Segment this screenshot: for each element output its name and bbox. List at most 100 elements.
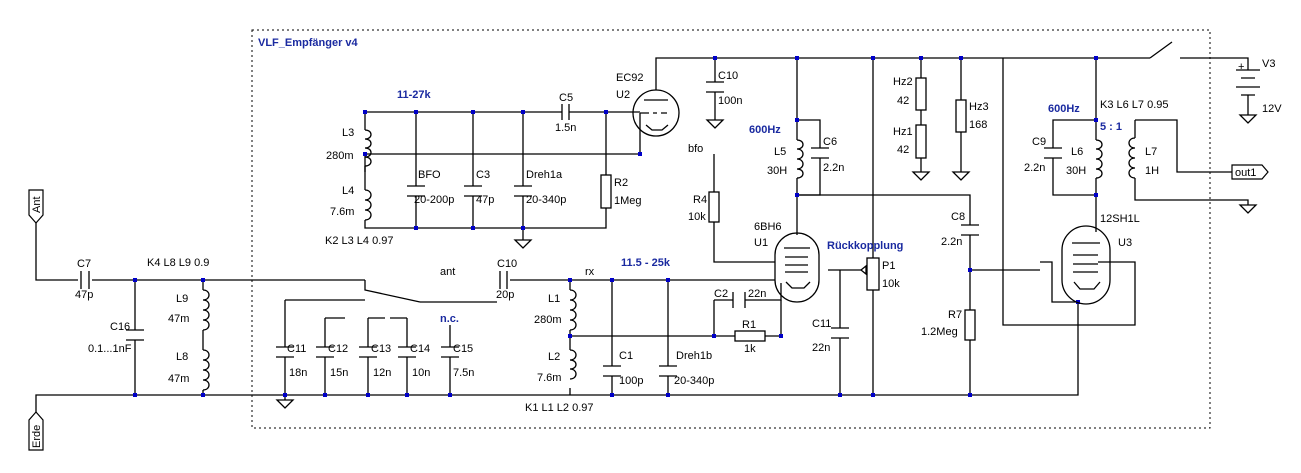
svg-text:C11: C11 [287, 343, 306, 355]
svg-text:12V: 12V [1262, 103, 1282, 115]
svg-text:20p: 20p [496, 289, 514, 301]
svg-text:2.2n: 2.2n [941, 236, 962, 248]
svg-text:42: 42 [897, 95, 909, 107]
svg-text:n.c.: n.c. [440, 313, 459, 325]
svg-text:C16: C16 [110, 321, 130, 333]
svg-text:7.6m: 7.6m [330, 206, 354, 218]
svg-text:C6: C6 [823, 136, 837, 148]
svg-text:C2: C2 [714, 288, 728, 300]
design-title: VLF_Empfänger v4 [258, 37, 359, 49]
svg-text:1.2Meg: 1.2Meg [921, 326, 958, 338]
svg-text:C12: C12 [328, 343, 348, 355]
svg-text:rx: rx [585, 266, 595, 278]
junctions [133, 56, 1098, 397]
svg-text:20-200p: 20-200p [414, 194, 454, 206]
svg-text:600Hz: 600Hz [749, 124, 781, 136]
svg-text:6BH6: 6BH6 [754, 221, 782, 233]
svg-text:30H: 30H [1066, 165, 1086, 177]
svg-text:Ant: Ant [31, 196, 43, 213]
svg-text:C8: C8 [951, 211, 965, 223]
svg-text:C7: C7 [77, 258, 91, 270]
svg-text:L3: L3 [342, 127, 354, 139]
battery-v3: + [1236, 61, 1260, 108]
svg-text:10k: 10k [688, 211, 706, 223]
svg-text:18n: 18n [289, 367, 307, 379]
svg-text:C13: C13 [371, 343, 391, 355]
svg-text:+: + [1238, 61, 1244, 73]
svg-text:Dreh1a: Dreh1a [526, 169, 563, 181]
svg-text:Dreh1b: Dreh1b [676, 350, 712, 362]
svg-text:Hz1: Hz1 [893, 126, 913, 138]
tube-u1 [774, 232, 820, 303]
svg-text:100p: 100p [619, 375, 643, 387]
svg-text:ant: ant [440, 266, 455, 278]
svg-text:L9: L9 [176, 293, 188, 305]
svg-text:100n: 100n [718, 95, 742, 107]
svg-text:Hz3: Hz3 [969, 101, 989, 113]
svg-text:2.2n: 2.2n [1024, 162, 1045, 174]
svg-text:280m: 280m [326, 150, 354, 162]
svg-text:11.5 - 25k: 11.5 - 25k [621, 257, 671, 269]
resistor-symbols [600, 77, 976, 342]
svg-text:47p: 47p [75, 289, 93, 301]
svg-text:U2: U2 [616, 89, 630, 101]
svg-text:47m: 47m [168, 373, 189, 385]
svg-text:C11: C11 [812, 318, 831, 330]
svg-text:7.6m: 7.6m [537, 372, 561, 384]
svg-text:20-340p: 20-340p [674, 375, 714, 387]
svg-text:C9: C9 [1032, 136, 1046, 148]
svg-text:1.5n: 1.5n [555, 122, 576, 134]
svg-text:1H: 1H [1145, 165, 1159, 177]
svg-text:R2: R2 [614, 177, 628, 189]
svg-text:C14: C14 [410, 343, 430, 355]
svg-text:11-27k: 11-27k [397, 89, 432, 101]
svg-text:1k: 1k [744, 343, 756, 355]
svg-text:1Meg: 1Meg [614, 195, 642, 207]
svg-text:12SH1L: 12SH1L [1100, 213, 1140, 225]
erde-port: Erde [28, 411, 44, 451]
svg-text:L6: L6 [1071, 146, 1083, 158]
svg-text:K1 L1 L2 0.97: K1 L1 L2 0.97 [525, 402, 594, 414]
svg-text:C10: C10 [718, 70, 738, 82]
text-labels: V3 12V 11-27k 11.5 - 25k 600Hz 600Hz 5 :… [75, 58, 1282, 414]
svg-text:0.1...1nF: 0.1...1nF [88, 343, 132, 355]
svg-text:2.2n: 2.2n [823, 162, 844, 174]
svg-text:U3: U3 [1118, 237, 1132, 249]
svg-text:EC92: EC92 [616, 72, 644, 84]
svg-text:K3 L6 L7 0.95: K3 L6 L7 0.95 [1100, 99, 1169, 111]
svg-text:L8: L8 [176, 351, 188, 363]
ant-port: Ant [28, 189, 44, 224]
svg-text:K4 L8 L9 0.9: K4 L8 L9 0.9 [147, 257, 209, 269]
inductor-symbols [202, 129, 1136, 391]
svg-text:C10: C10 [497, 258, 517, 270]
svg-text:Erde: Erde [31, 425, 43, 448]
svg-text:42: 42 [897, 144, 909, 156]
svg-text:15n: 15n [330, 367, 348, 379]
out1-port: out1 [1231, 164, 1269, 180]
svg-text:V3: V3 [1262, 58, 1275, 70]
wires [35, 41, 1249, 412]
design-boundary [251, 29, 1211, 429]
svg-text:out1: out1 [1235, 167, 1256, 179]
svg-text:bfo: bfo [688, 143, 703, 155]
svg-text:600Hz: 600Hz [1048, 103, 1080, 115]
svg-text:C15: C15 [453, 343, 473, 355]
svg-text:22n: 22n [812, 342, 830, 354]
svg-text:L4: L4 [342, 185, 354, 197]
svg-text:30H: 30H [767, 165, 787, 177]
svg-text:280m: 280m [534, 314, 562, 326]
ground-symbols [275, 114, 1258, 409]
svg-text:C5: C5 [559, 92, 573, 104]
svg-text:12n: 12n [373, 367, 391, 379]
svg-text:C3: C3 [476, 169, 490, 181]
svg-text:20-340p: 20-340p [526, 194, 566, 206]
svg-text:47m: 47m [168, 313, 189, 325]
svg-text:P1: P1 [882, 260, 895, 272]
svg-text:K2 L3 L4 0.97: K2 L3 L4 0.97 [325, 235, 394, 247]
svg-text:168: 168 [969, 119, 987, 131]
tube-u2 [632, 89, 680, 137]
svg-text:R1: R1 [742, 319, 756, 331]
svg-text:L5: L5 [774, 146, 786, 158]
svg-text:10k: 10k [882, 278, 900, 290]
